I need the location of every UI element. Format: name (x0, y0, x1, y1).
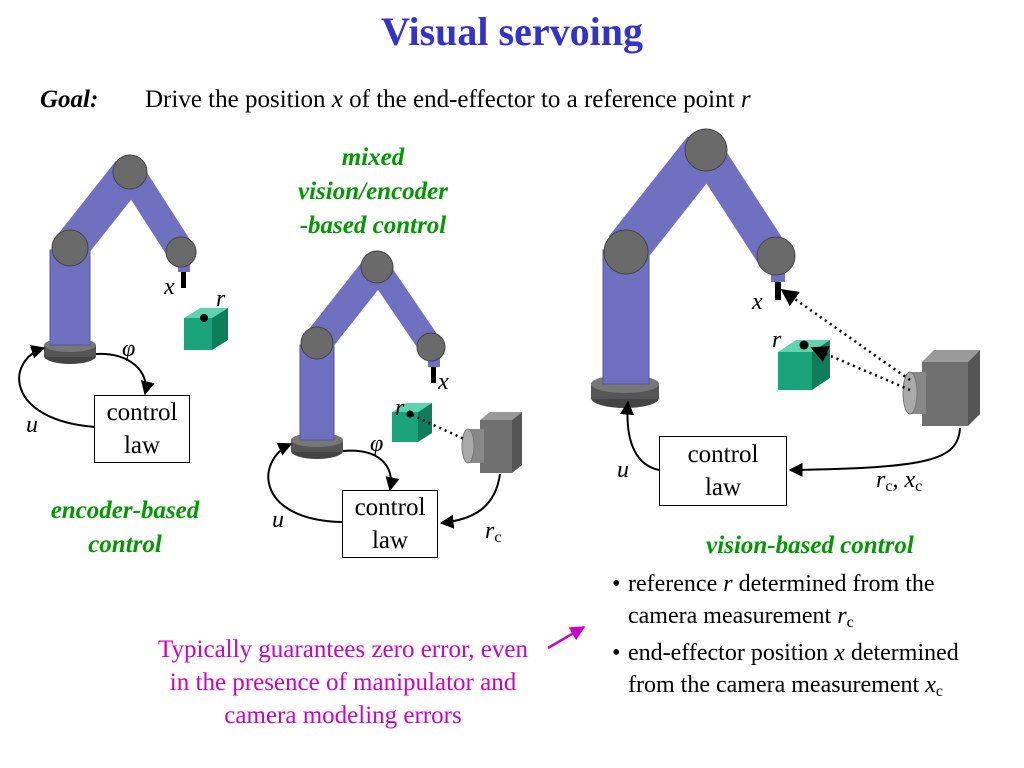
middle-caption-line2: vision/encoder (298, 178, 448, 205)
left-caption-line1: encoder-based (50, 497, 200, 524)
camera-icon-right (902, 350, 980, 426)
middle-label-phi: φ (370, 431, 384, 457)
right-label-xc-sub: c (915, 478, 923, 495)
right-box-line2: law (704, 474, 742, 501)
right-caption: vision-based control (706, 532, 914, 559)
bullet-dot-2: • (612, 640, 621, 666)
left-box-line1: control (106, 399, 178, 426)
note-text: Typically guarantees zero error, even in… (108, 633, 578, 732)
note-line1: Typically guarantees zero error, even (158, 636, 528, 663)
middle-caption-line3: -based control (299, 212, 447, 239)
left-caption-line2: control (88, 531, 162, 558)
right-label-rc-sub: c (885, 478, 893, 495)
middle-label-u: u (272, 507, 284, 533)
bullet-1-line1: reference r determined from the (628, 571, 935, 597)
bullet-item-1: • reference r determined from the camera… (612, 568, 1018, 639)
left-label-u: u (26, 412, 38, 438)
right-label-r: r (772, 327, 782, 353)
right-label-rc-main: r (876, 467, 886, 493)
bullet-item-2: • end-effector position x determined fro… (612, 637, 1024, 708)
goal-text: Drive the position x of the end-effector… (145, 86, 751, 114)
right-label-rcxc: rc, xc (876, 467, 922, 496)
note-line3: camera modeling errors (224, 702, 462, 729)
middle-label-x: x (438, 369, 449, 395)
goal-text-prefix: Drive the position (145, 86, 332, 113)
middle-box-line1: control (354, 494, 426, 521)
goal-var-x: x (331, 86, 343, 113)
left-label-x: x (164, 274, 175, 300)
middle-label-rc-sub: c (494, 529, 502, 546)
middle-box-line2: law (371, 527, 409, 554)
left-label-phi: φ (122, 336, 136, 362)
note-line2: in the presence of manipulator and (169, 669, 517, 696)
goal-label: Goal: (40, 86, 99, 113)
left-box-line2: law (123, 432, 161, 459)
right-label-u: u (617, 457, 629, 483)
goal-var-r: r (740, 86, 751, 113)
cube-target-icon-right (778, 340, 830, 390)
robot-arm-icon-middle (291, 250, 446, 459)
right-label-x: x (752, 289, 763, 315)
robot-arm-icon-right (591, 128, 796, 408)
right-label-xc-main: x (904, 467, 916, 493)
middle-label-rc: rc (485, 518, 501, 547)
left-control-law-box: control law (94, 395, 190, 463)
bullet-dot-1: • (612, 571, 621, 597)
left-caption: encoder-based control (20, 494, 230, 562)
robot-arm-icon-left (44, 154, 197, 364)
middle-label-r: r (395, 395, 405, 421)
right-box-line1: control (687, 441, 759, 468)
left-label-r: r (216, 286, 226, 312)
camera-icon-middle (461, 412, 522, 473)
right-control-law-box: control law (659, 436, 787, 506)
cube-target-icon-middle (392, 403, 432, 442)
middle-control-law-box: control law (342, 490, 438, 558)
bullet-2-line1: end-effector position x determined (628, 640, 959, 666)
middle-caption: mixed vision/encoder -based control (270, 141, 476, 243)
cube-target-icon-left (184, 308, 228, 350)
right-label-sep: , (892, 467, 905, 493)
page-title: Visual servoing (381, 9, 643, 54)
bullet-1-line2: camera measurement rc (628, 603, 854, 631)
goal-text-middle: of the end-effector to a reference point (342, 86, 741, 113)
middle-caption-line1: mixed (341, 144, 405, 171)
middle-label-rc-main: r (485, 518, 495, 544)
bullet-2-line2: from the camera measurement xc (628, 672, 943, 700)
